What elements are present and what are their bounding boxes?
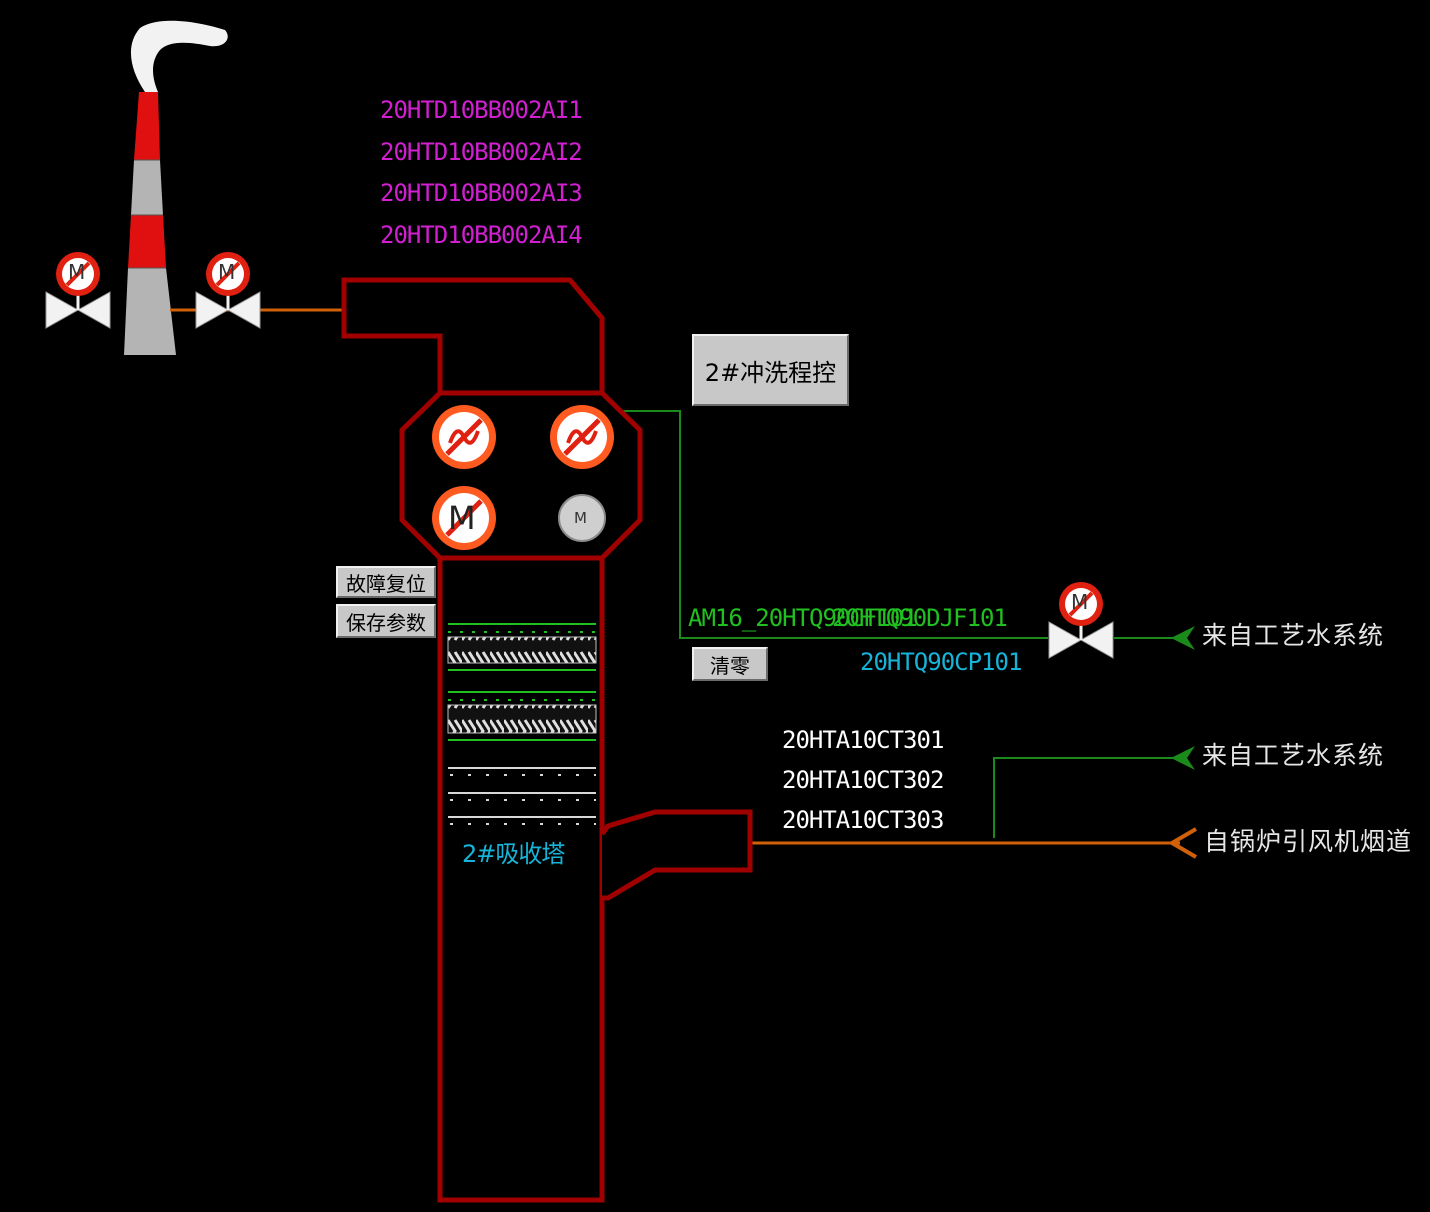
- flush-valve-tag[interactable]: 20HTQ90DJF101: [832, 604, 1008, 632]
- absorber-inlet-duct: [600, 809, 753, 901]
- motor-alarm-icon[interactable]: [432, 486, 496, 550]
- demister-layer-lower: [447, 691, 597, 741]
- absorber-outlet-duct: [341, 277, 605, 393]
- absorber-tower-body: [437, 555, 605, 1203]
- process-water-source-label-2: 来自工艺水系统: [1202, 741, 1385, 770]
- boiler-flue-source-label: 自锅炉引风机烟道: [1204, 827, 1413, 856]
- fault-reset-button[interactable]: 故障复位: [336, 566, 436, 598]
- flush-flow-tag[interactable]: AM16_20HTQ90CF101: [688, 604, 918, 632]
- process-water-pipe-2: [993, 757, 1185, 838]
- stack-tag-4[interactable]: 20HTD10BB002AI4: [380, 221, 583, 249]
- clear-zero-button[interactable]: 清零: [692, 647, 768, 681]
- flush-pressure-tag[interactable]: 20HTQ90CP101: [860, 648, 1022, 676]
- temperature-tag-3[interactable]: 20HTA10CT303: [782, 806, 944, 834]
- stack-tag-1[interactable]: 20HTD10BB002AI1: [380, 96, 583, 124]
- stack-valve-left-label: M: [68, 260, 85, 284]
- vfd-pump-2-icon[interactable]: [550, 405, 614, 469]
- chimney-stack: [124, 20, 228, 355]
- flush-control-button[interactable]: 2#冲洗程控: [692, 334, 849, 406]
- process-water-arrow-1: [1171, 626, 1195, 650]
- flush-water-pipe: [612, 410, 1048, 639]
- save-params-button[interactable]: 保存参数: [336, 604, 436, 638]
- motor-normal-label: M: [574, 509, 587, 527]
- temperature-tag-1[interactable]: 20HTA10CT301: [782, 726, 944, 754]
- stack-tag-2[interactable]: 20HTD10BB002AI2: [380, 138, 583, 166]
- spray-levels: [448, 767, 596, 825]
- temperature-tag-2[interactable]: 20HTA10CT302: [782, 766, 944, 794]
- process-water-valve-label: M: [1071, 590, 1088, 614]
- process-water-arrow-2: [1171, 746, 1195, 770]
- demister-layer-upper: [447, 623, 597, 671]
- motor-alarm-label: M: [448, 499, 476, 537]
- stack-valve-right-label: M: [218, 260, 235, 284]
- absorber-name-label: 2#吸收塔: [462, 840, 565, 868]
- stack-tag-3[interactable]: 20HTD10BB002AI3: [380, 179, 583, 207]
- flue-inlet-arrow: [1168, 827, 1198, 859]
- motor-normal-icon[interactable]: [558, 494, 606, 542]
- process-water-source-label-1: 来自工艺水系统: [1202, 621, 1385, 650]
- vfd-pump-1-icon[interactable]: [432, 405, 496, 469]
